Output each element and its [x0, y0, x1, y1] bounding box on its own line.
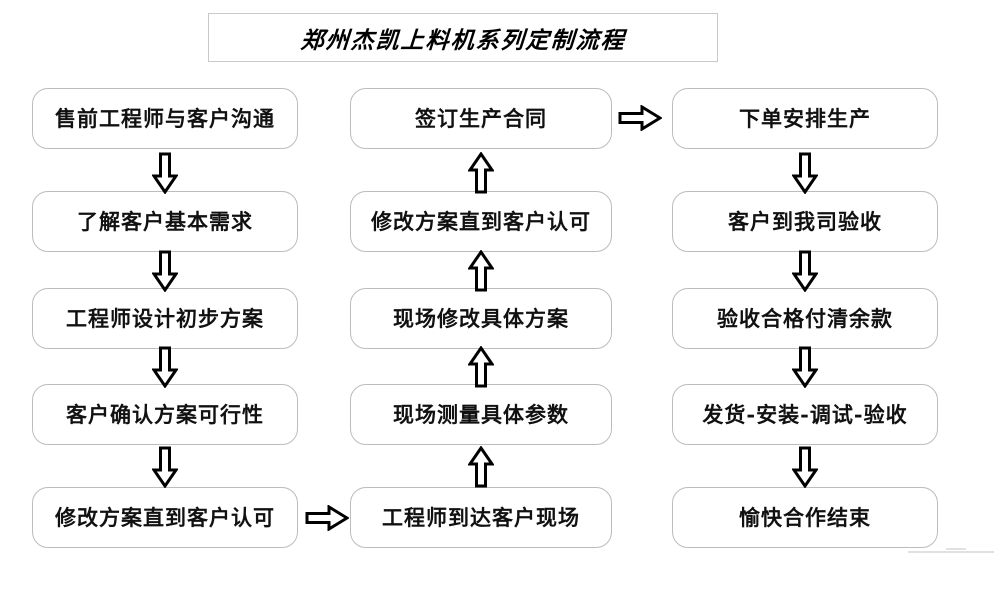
flow-node-label: 修改方案直到客户认可 [55, 505, 275, 530]
scan-artifact [908, 551, 994, 553]
flow-node-label: 了解客户基本需求 [77, 209, 253, 234]
flow-node-label: 修改方案直到客户认可 [371, 209, 591, 234]
flow-node-pay-balance-after-acceptance[interactable]: 验收合格付清余款 [672, 288, 938, 349]
flow-node-ship-install-debug-accept[interactable]: 发货-安装-调试-验收 [672, 384, 938, 445]
flow-node-label: 工程师设计初步方案 [66, 306, 264, 331]
arrow-down-icon [152, 152, 178, 194]
flow-node-engineer-arrives-onsite[interactable]: 工程师到达客户现场 [350, 487, 612, 548]
flow-node-revise-until-approved-2[interactable]: 修改方案直到客户认可 [350, 191, 612, 252]
flow-node-understand-requirements[interactable]: 了解客户基本需求 [32, 191, 298, 252]
arrow-down-icon [152, 250, 178, 292]
flow-node-engineer-preliminary-design[interactable]: 工程师设计初步方案 [32, 288, 298, 349]
flow-node-label: 验收合格付清余款 [717, 306, 893, 331]
flow-node-label: 客户到我司验收 [728, 209, 882, 234]
arrow-right-icon [618, 105, 662, 131]
flow-node-label: 工程师到达客户现场 [382, 505, 580, 530]
flow-node-pre-sales-communication[interactable]: 售前工程师与客户沟通 [32, 88, 298, 149]
arrow-down-icon [792, 446, 818, 488]
flow-node-label: 客户确认方案可行性 [66, 402, 264, 427]
arrow-up-icon [468, 250, 494, 292]
arrow-down-icon [792, 250, 818, 292]
flow-node-label: 下单安排生产 [739, 106, 871, 131]
flow-node-label: 现场修改具体方案 [393, 306, 569, 331]
flow-node-customer-confirm-feasibility[interactable]: 客户确认方案可行性 [32, 384, 298, 445]
flow-node-happy-cooperation-end[interactable]: 愉快合作结束 [672, 487, 938, 548]
scan-artifact [946, 548, 966, 550]
arrow-up-icon [468, 446, 494, 488]
arrow-up-icon [468, 152, 494, 194]
flow-node-label: 售前工程师与客户沟通 [55, 106, 275, 131]
flow-node-revise-until-approved-1[interactable]: 修改方案直到客户认可 [32, 487, 298, 548]
flow-node-label: 发货-安装-调试-验收 [702, 402, 908, 427]
arrow-down-icon [792, 152, 818, 194]
flow-node-label: 现场测量具体参数 [393, 402, 569, 427]
flow-node-label: 签订生产合同 [415, 106, 547, 131]
flow-node-onsite-revise-plan[interactable]: 现场修改具体方案 [350, 288, 612, 349]
flow-node-place-order-schedule-production[interactable]: 下单安排生产 [672, 88, 938, 149]
diagram-title-box: 郑州杰凯上料机系列定制流程 [208, 13, 718, 62]
flow-node-onsite-measure-parameters[interactable]: 现场测量具体参数 [350, 384, 612, 445]
flow-node-customer-inspection-at-factory[interactable]: 客户到我司验收 [672, 191, 938, 252]
arrow-down-icon [792, 346, 818, 388]
flow-node-sign-production-contract[interactable]: 签订生产合同 [350, 88, 612, 149]
flow-node-label: 愉快合作结束 [739, 505, 871, 530]
arrow-down-icon [152, 446, 178, 488]
arrow-right-icon [305, 505, 349, 531]
arrow-up-icon [468, 346, 494, 388]
page-title: 郑州杰凯上料机系列定制流程 [299, 26, 627, 54]
arrow-down-icon [152, 346, 178, 388]
